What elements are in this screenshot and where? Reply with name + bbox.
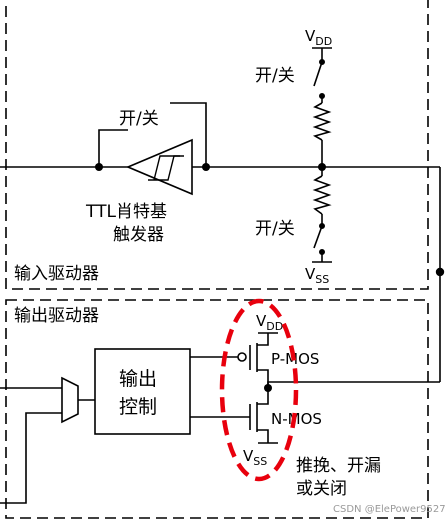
vdd-label-output: VDD <box>256 312 283 333</box>
pulldown-switch <box>313 223 325 256</box>
input-driver-box <box>5 0 429 290</box>
output-node-wiring <box>267 381 440 388</box>
schmitt-trigger <box>125 138 193 196</box>
mode-label-line1: 推挽、开漏 <box>296 456 381 476</box>
output-driver-title: 输出驱动器 <box>14 306 99 326</box>
switch-schmitt-label: 开/关 <box>119 109 159 129</box>
highlight-ellipse <box>219 298 299 482</box>
mode-label-line2: 或关闭 <box>296 479 347 499</box>
gate-wiring <box>190 356 250 418</box>
nmos-label: N-MOS <box>271 410 322 428</box>
output-mux <box>61 376 79 424</box>
vss-label-output: VSS <box>243 447 267 468</box>
output-control-box <box>94 348 191 435</box>
schmitt-label-line1: TTL肖特基 <box>85 202 167 222</box>
dashed-boundaries <box>5 0 429 519</box>
pullup-switch <box>313 58 325 100</box>
output-input-wiring <box>0 387 95 504</box>
output-control-line2: 控制 <box>119 396 157 418</box>
vss-label-input: VSS <box>305 265 329 286</box>
nmos-transistor <box>249 388 278 444</box>
switch-bottom-label: 开/关 <box>255 219 295 239</box>
schmitt-label-line2: 触发器 <box>113 225 164 245</box>
switch-top-label: 开/关 <box>255 66 295 86</box>
pullup-resistor <box>312 102 332 141</box>
pulldown-resistor <box>312 175 332 215</box>
hysteresis-icon <box>148 155 184 181</box>
vdd-label-input: VDD <box>305 27 332 48</box>
input-driver-title: 输入驱动器 <box>14 264 99 284</box>
watermark: CSDN @ElePower9527 <box>333 504 446 515</box>
output-driver-box <box>5 299 429 519</box>
input-wiring <box>0 48 441 382</box>
output-control-line1: 输出 <box>119 368 157 390</box>
